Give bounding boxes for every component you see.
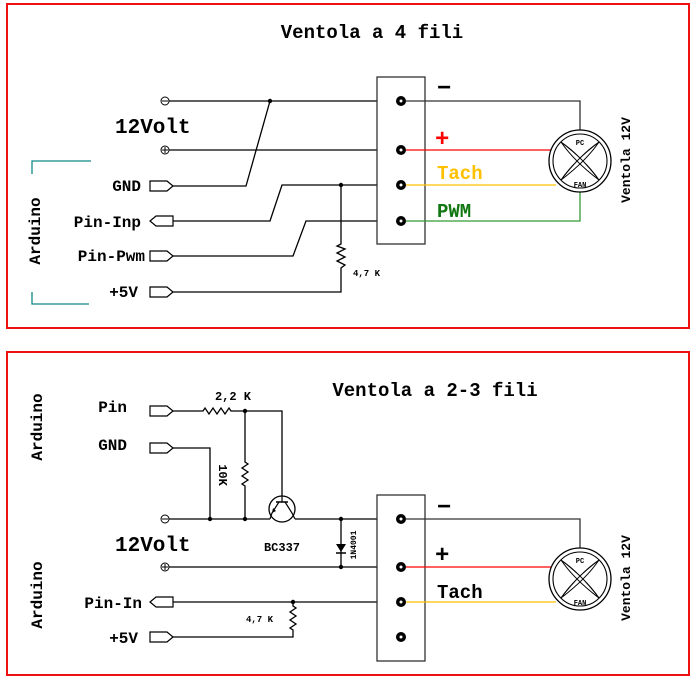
input-pin-label: Pin [98,399,127,417]
input-gnd-label: GND [98,437,127,455]
connector-pins [396,96,406,226]
wire-plus-label: + [435,543,449,570]
panel-4-wire: Ventola a 4 fili 12Volt Arduino GND Pin-… [6,3,690,329]
wire-pwm [406,192,581,222]
arduino-label-top: Arduino [29,393,47,460]
arduino-label-bottom: Arduino [29,561,47,628]
plus-terminal-icon [160,145,170,155]
minus-terminal-icon [160,96,170,106]
fan-top-label: PC [576,558,584,566]
r-pullup-label: 4,7 K [246,615,274,625]
fan-label: Ventola 12V [619,117,634,203]
plus-terminal-icon [160,562,170,572]
pin-connector-icon [149,405,174,417]
panel-border [6,3,690,329]
fan-label: Ventola 12V [619,535,634,621]
gnd-connector-icon [149,180,174,192]
panel-title: Ventola a 4 fili [281,22,463,44]
wire-pwm-label: PWM [437,201,471,223]
panel-border [6,351,690,676]
input-pin-pwm-label: Pin-Pwm [78,248,146,266]
wire-minus-label: − [437,495,451,522]
minus-terminal-icon [160,514,170,524]
wire-minus [406,518,581,548]
junction-dot [338,182,344,188]
panel-2-3-wire: Ventola a 2-3 fili Arduino Arduino Pin G… [6,351,690,676]
wires [169,100,401,293]
5v-connector-icon [149,286,174,298]
input-5v-label: +5V [109,284,138,302]
input-5v-label: +5V [109,630,138,648]
supply-label: 12Volt [115,535,191,558]
pin-in-connector-icon [149,596,174,608]
5v-connector-icon [149,631,174,643]
diode-icon [336,544,346,554]
panel-title: Ventola a 2-3 fili [332,380,537,402]
supply-label: 12Volt [115,117,191,140]
pin-pwm-connector-icon [149,250,174,262]
fan-bottom-label: FAN [574,600,587,608]
transistor-label: BC337 [264,541,300,555]
input-pin-in-label: Pin-In [84,595,142,613]
connector-pins [396,514,406,642]
transistor-icon [268,495,296,523]
input-gnd-label: GND [112,178,141,196]
pin-inp-connector-icon [149,215,174,227]
arduino-label: Arduino [27,197,45,264]
fan-bottom-label: FAN [574,182,587,190]
diode-label: 1N4001 [350,530,359,559]
gnd-connector-icon [149,442,174,454]
arduino-bracket [31,160,91,305]
junction-dots [207,408,344,605]
junction-dot [267,98,273,104]
wire-minus-label: − [437,76,451,103]
input-pin-inp-label: Pin-Inp [74,214,141,232]
r-base-label: 2,2 K [215,390,252,404]
fan-top-label: PC [576,140,584,148]
wire-minus [406,100,581,130]
r-pulldown-label: 10K [215,464,229,486]
wire-tach-label: Tach [437,163,483,185]
wire-tach-label: Tach [437,582,483,604]
wire-plus-label: + [435,127,449,154]
wires [169,406,401,638]
resistor-label: 4,7 K [353,269,381,279]
